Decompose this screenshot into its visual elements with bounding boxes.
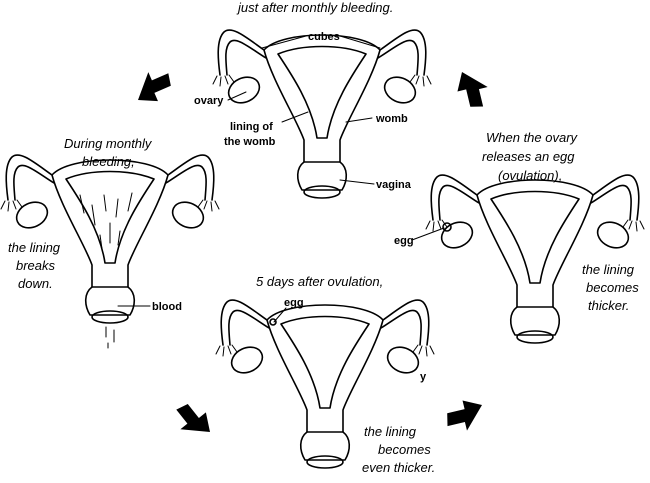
caption-left-side-3: down. [18,276,53,291]
leader-cubes-right [339,35,381,49]
caption-bottom-side-3: even thicker. [362,460,435,475]
arrow-up-left [130,62,176,111]
caption-right-side-3: thicker. [588,298,629,313]
label-blood: blood [152,301,182,313]
egg-shape-bottom [269,318,277,326]
stray-mark: y [420,371,427,383]
label-cubes: cubes [308,31,340,43]
label-ovary: ovary [194,95,224,107]
leader-lining [281,111,309,123]
caption-right-side-2: becomes [586,280,639,295]
caption-bottom: 5 days after ovulation, [256,274,383,289]
uterus-right [425,174,645,344]
label-lining-1: lining of [230,121,273,133]
label-vagina: vagina [376,179,412,191]
leader-egg [411,227,445,241]
arrow-down-left [441,392,489,439]
label-egg: egg [394,235,414,247]
caption-bottom-side-2: becomes [378,442,431,457]
uterus-bottom [215,299,435,469]
label-egg-bottom: egg [284,297,304,309]
arrow-left [169,400,217,442]
egg-shape [442,222,452,232]
caption-right-2: releases an egg [482,149,575,164]
label-lining-2: the womb [224,136,276,148]
caption-left-2: bleeding, [82,154,135,169]
caption-top: just after monthly bleeding. [236,0,393,15]
leader-ovary [227,91,247,101]
label-womb: womb [375,113,408,125]
caption-left-1: During monthly [64,136,153,151]
caption-right-1: When the ovary [486,130,579,145]
caption-bottom-side-1: the lining [364,424,417,439]
caption-right-side-1: the lining [582,262,635,277]
leader-vagina [339,179,375,185]
uterus-left [0,154,220,349]
caption-left-side-1: the lining [8,240,61,255]
arrow-down-right [449,65,496,113]
leader-cubes-left [261,35,307,49]
leader-egg-bottom [273,307,287,323]
caption-right-3: (ovulation), [498,168,562,183]
leader-womb [345,117,373,123]
caption-left-side-2: breaks [16,258,56,273]
